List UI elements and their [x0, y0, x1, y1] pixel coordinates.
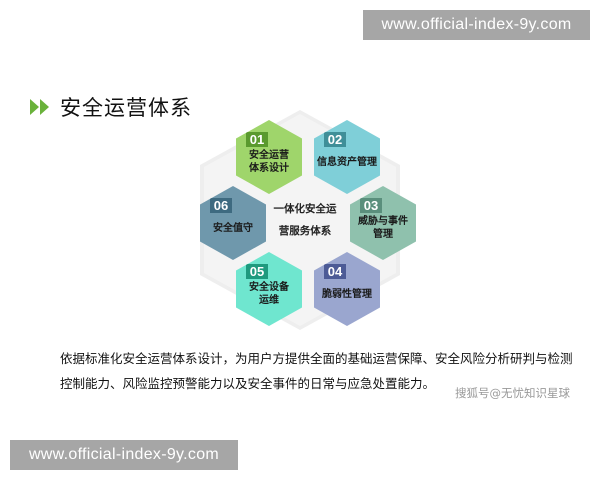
hex-item-05: 05 安全设备运维	[236, 252, 302, 326]
hex-number: 01	[246, 132, 268, 147]
diagram-center-label: 一体化安全运 营服务体系	[273, 203, 337, 237]
description-paragraph: 依据标准化安全运营体系设计，为用户方提供全面的基础运营保障、安全风险分析研判与检…	[60, 351, 573, 391]
watermark-top: www.official-index-9y.com	[363, 10, 590, 40]
hex-number: 06	[210, 198, 232, 213]
section-title: 安全运营体系	[60, 96, 192, 120]
hex-label: 脆弱性管理	[322, 288, 372, 300]
section-header: 安全运营体系	[30, 92, 192, 122]
hex-number: 05	[246, 264, 268, 279]
source-credit: 搜狐号@无忧知识星球	[455, 386, 570, 400]
watermark-bottom: www.official-index-9y.com	[10, 440, 238, 470]
hex-number: 02	[324, 132, 346, 147]
hex-number: 04	[324, 264, 346, 279]
hex-label: 安全值守	[213, 222, 253, 234]
hex-label: 信息资产管理	[317, 156, 377, 168]
hex-number: 03	[360, 198, 382, 213]
double-chevron-right-icon	[30, 99, 50, 115]
hexagon-diagram: 01 安全运营体系设计 02 信息资产管理 03 威胁与事件管理 04 脆弱性管…	[190, 110, 416, 330]
hex-item-04: 04 脆弱性管理	[314, 252, 380, 326]
hex-label: 安全设备运维	[249, 282, 289, 306]
hex-label: 威胁与事件管理	[358, 216, 408, 240]
hex-label: 安全运营体系设计	[249, 150, 289, 174]
